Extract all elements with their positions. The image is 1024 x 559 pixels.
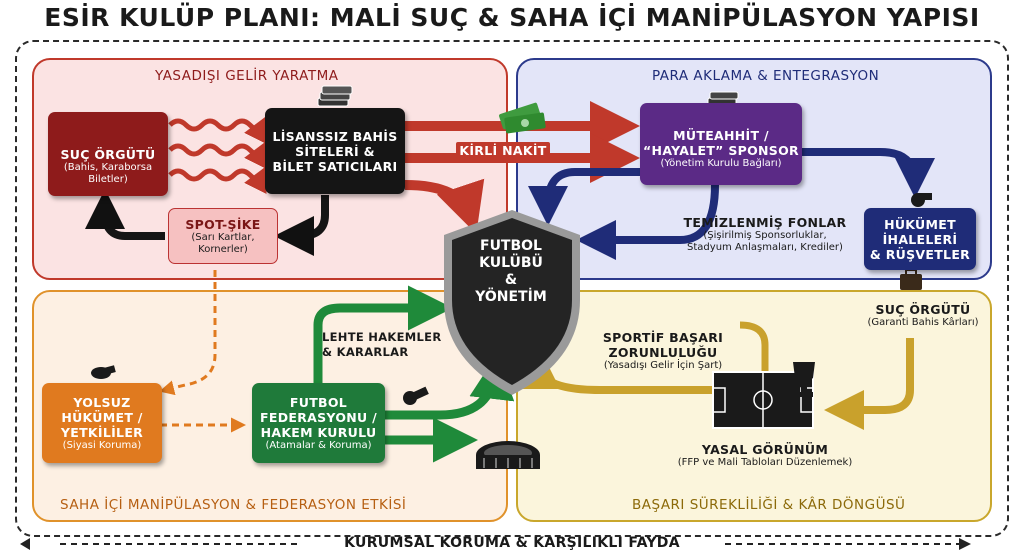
suc-orgutu2-title: SUÇ ÖRGÜTÜ [875, 302, 971, 317]
navy-arrows [528, 148, 935, 260]
temiz-fon-title: TEMİZLENMİŞ FONLAR [683, 215, 847, 230]
node-yolsuz-hukumet[interactable]: YOLSUZ HÜKÜMET / YETKİLİLER (Siyasi Koru… [42, 383, 162, 463]
hukumet-ihale-line1: HÜKÜMET [884, 216, 956, 232]
label-lehte-hakemler: LEHTE HAKEMLER & KARARLAR [322, 330, 442, 360]
yasal-title: YASAL GÖRÜNÜM [701, 442, 829, 457]
lehte-line1: LEHTE HAKEMLER [322, 330, 442, 344]
bahis-line1: LİSANSSIZ BAHİS [272, 128, 398, 144]
whistle-icon [911, 193, 932, 207]
temiz-fon-sub2: Stadyum Anlaşmaları, Krediler) [687, 242, 843, 253]
bahis-line2: SİTELERİ & [295, 143, 375, 159]
federasyon-sub: (Atamalar & Koruma) [265, 439, 372, 451]
lehte-line2: & KARARLAR [322, 345, 409, 359]
label-sportif-basari: SPORTİF BAŞARI ZORUNLULUĞU (Yasadışı Gel… [588, 330, 738, 372]
page-title: ESİR KULÜP PLANI: MALİ SUÇ & SAHA İÇİ MA… [44, 3, 980, 32]
muteahhit-line1: MÜTEAHHİT / [673, 128, 769, 143]
cash-icon [499, 102, 546, 134]
yolsuz-line3: YETKİLİLER [60, 424, 144, 440]
spot-sike-sub1: (Sarı Kartlar, [191, 231, 255, 243]
suc-orgutu-sub1: (Bahis, Karaborsa [63, 161, 153, 173]
label-temizlenmis-fonlar: TEMİZLENMİŞ FONLAR (Şişirilmiş Sponsorlu… [670, 215, 860, 254]
yolsuz-sub: (Siyasi Koruma) [62, 439, 142, 451]
node-hukumet-ihaleleri[interactable]: HÜKÜMET İHALELERİ & RÜŞVETLER [864, 208, 976, 270]
center-line3: & [504, 272, 518, 288]
label-suc-orgutu-garanti: SUÇ ÖRGÜTÜ (Garanti Bahis Kârları) [848, 302, 998, 329]
quadrant-label-money-laundering: PARA AKLAMA & ENTEGRASYON [652, 68, 880, 84]
federasyon-line1: FUTBOL [289, 394, 348, 410]
quadrant-label-field-manipulation: SAHA İÇİ MANİPÜLASYON & FEDERASYON ETKİS… [60, 497, 407, 513]
shield-icon [444, 210, 580, 395]
bahis-line3: BİLET SATICILARI [272, 158, 398, 174]
soccer-field-icon [712, 371, 814, 429]
suc-orgutu-sub2: Biletler) [88, 173, 128, 185]
label-kirli-nakit: KİRLİ NAKİT [448, 140, 558, 159]
orange-dashed-arrows [159, 270, 246, 433]
temiz-fon-sub1: (Şişirilmiş Sponsorluklar, [703, 230, 827, 241]
spot-sike-sub2: Kornerler) [198, 243, 248, 255]
briefcase-icon [900, 269, 922, 290]
suc-orgutu2-sub: (Garanti Bahis Kârları) [867, 317, 979, 328]
hukumet-ihale-line3: & RÜŞVETLER [869, 246, 971, 262]
outer-dashed-frame [15, 40, 1009, 537]
node-suc-orgutu[interactable]: SUÇ ÖRGÜTÜ (Bahis, Karaborsa Biletler) [48, 112, 168, 196]
sportif-line1: SPORTİF BAŞARI [602, 330, 724, 345]
center-line1: FUTBOL [480, 238, 542, 254]
muteahhit-sub: (Yönetim Kurulu Bağları) [660, 158, 782, 169]
quadrant-label-illegal-income: YASADIŞI GELİR YARATMA [155, 68, 339, 84]
black-cycle-arrows [85, 189, 329, 256]
whistle-icon-referee [403, 386, 429, 405]
sportif-sub: (Yasadışı Gelir İçin Şart) [603, 360, 723, 371]
money-stack-icon [317, 85, 353, 107]
stadium-icon [476, 441, 540, 469]
yasal-sub: (FFP ve Mali Tabloları Düzenlemek) [677, 457, 853, 468]
trophy-icon [793, 362, 815, 397]
node-futbol-federasyonu[interactable]: FUTBOL FEDERASYONU / HAKEM KURULU (Atama… [252, 383, 385, 463]
wavy-red-arrows [168, 116, 267, 195]
node-muteahhit[interactable]: MÜTEAHHİT / “HAYALET” SPONSOR (Yönetim K… [640, 103, 802, 185]
spot-sike-title: SPOT-ŞİKE [185, 216, 261, 232]
hukumet-ihale-line2: İHALELERİ [882, 231, 958, 247]
node-lisanssiz-bahis[interactable]: LİSANSSIZ BAHİS SİTELERİ & BİLET SATICIL… [265, 108, 405, 194]
center-line2: KULÜBÜ [479, 255, 543, 271]
yolsuz-line2: HÜKÜMET / [61, 409, 143, 425]
yolsuz-line1: YOLSUZ [73, 394, 131, 410]
whistle-icon-left [91, 365, 116, 379]
quadrant-label-success-cycle: BAŞARI SÜREKLİLİĞİ & KÂR DÖNGÜSÜ [632, 497, 906, 513]
federasyon-line3: HAKEM KURULU [260, 424, 377, 440]
center-line4: YÖNETİM [475, 289, 547, 305]
footer-arrows [20, 538, 971, 550]
federasyon-line2: FEDERASYONU / [260, 409, 377, 425]
node-spot-sike[interactable]: SPOT-ŞİKE (Sarı Kartlar, Kornerler) [168, 208, 278, 264]
center-club-label[interactable]: FUTBOL KULÜBÜ & YÖNETİM [452, 238, 570, 306]
sportif-line2: ZORUNLULUĞU [608, 345, 718, 360]
muteahhit-line2: “HAYALET” SPONSOR [643, 143, 799, 158]
suc-orgutu-title: SUÇ ÖRGÜTÜ [60, 146, 156, 162]
kirli-nakit-text: KİRLİ NAKİT [456, 142, 550, 159]
footer-label: KURUMSAL KORUMA & KARŞILIKLI FAYDA [344, 535, 680, 551]
label-yasal-gorunum: YASAL GÖRÜNÜM (FFP ve Mali Tabloları Düz… [660, 442, 870, 469]
